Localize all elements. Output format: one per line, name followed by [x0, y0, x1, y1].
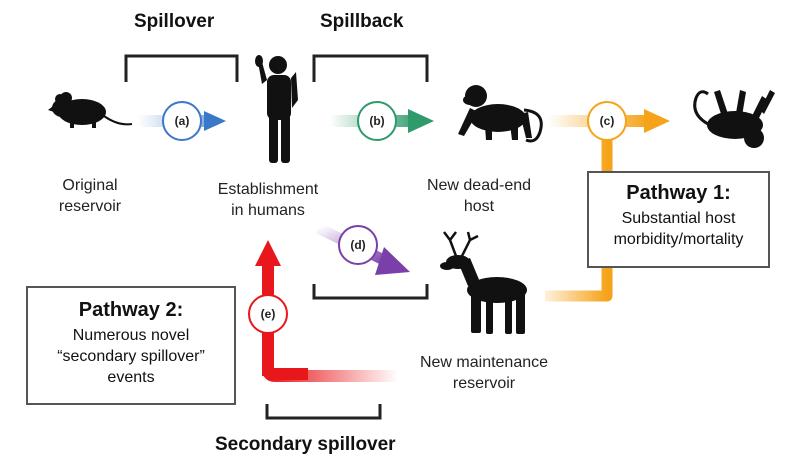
arrow-e: [248, 240, 398, 382]
arrow-c: [548, 101, 670, 141]
arrow-d: [315, 223, 410, 275]
pathway2-title: Pathway 2:: [78, 299, 184, 321]
deer-icon: [440, 231, 527, 334]
label-dead-end-host-line2: host: [463, 197, 495, 215]
pathway1-box: Pathway 1: Substantial host morbidity/mo…: [587, 171, 770, 268]
pathway1-line2: morbidity/mortality: [613, 230, 744, 248]
heading-secondary-spillover: Secondary spillover: [215, 434, 396, 455]
label-humans-line1: Establishment: [217, 181, 319, 198]
dead-monkey-icon: [693, 90, 775, 148]
arrow-a: [138, 101, 226, 141]
monkey-icon: [458, 85, 543, 143]
pathway1-title: Pathway 1:: [626, 182, 731, 204]
label-humans: Establishment in humans: [203, 180, 333, 222]
step-label-b: (b): [369, 114, 385, 128]
step-label-d: (d): [350, 238, 366, 252]
pathway2-line2: “secondary spillover”: [57, 347, 205, 365]
label-dead-end-host: New dead-end host: [414, 176, 544, 218]
step-label-a: (a): [174, 114, 190, 128]
pathway1-line1: Substantial host: [621, 210, 736, 227]
pathway2-box: Pathway 2: Numerous novel “secondary spi…: [26, 286, 236, 405]
label-original-reservoir: Original reservoir: [40, 176, 140, 218]
arrow-b: [330, 101, 434, 141]
bracket-spillover: [124, 54, 239, 82]
label-dead-end-host-line1: New dead-end: [426, 177, 532, 194]
heading-spillover: Spillover: [134, 11, 215, 32]
step-label-c: (c): [599, 114, 615, 128]
label-maintenance-reservoir-line1: New maintenance: [419, 354, 549, 371]
label-original-reservoir-line2: reservoir: [58, 197, 122, 215]
bracket-secondary: [265, 404, 382, 420]
bracket-spillback: [312, 54, 429, 82]
step-label-e: (e): [260, 307, 276, 321]
mouse-icon: [48, 92, 133, 128]
pathway2-line3: events: [107, 368, 155, 386]
label-maintenance-reservoir: New maintenance reservoir: [399, 353, 569, 395]
bracket-d: [312, 284, 429, 300]
label-humans-line2: in humans: [231, 201, 305, 219]
heading-spillback: Spillback: [320, 11, 404, 32]
pathway2-line1: Numerous novel: [72, 327, 190, 344]
label-maintenance-reservoir-line2: reservoir: [452, 374, 516, 392]
label-original-reservoir-line1: Original: [62, 177, 118, 194]
human-icon: [255, 55, 298, 163]
